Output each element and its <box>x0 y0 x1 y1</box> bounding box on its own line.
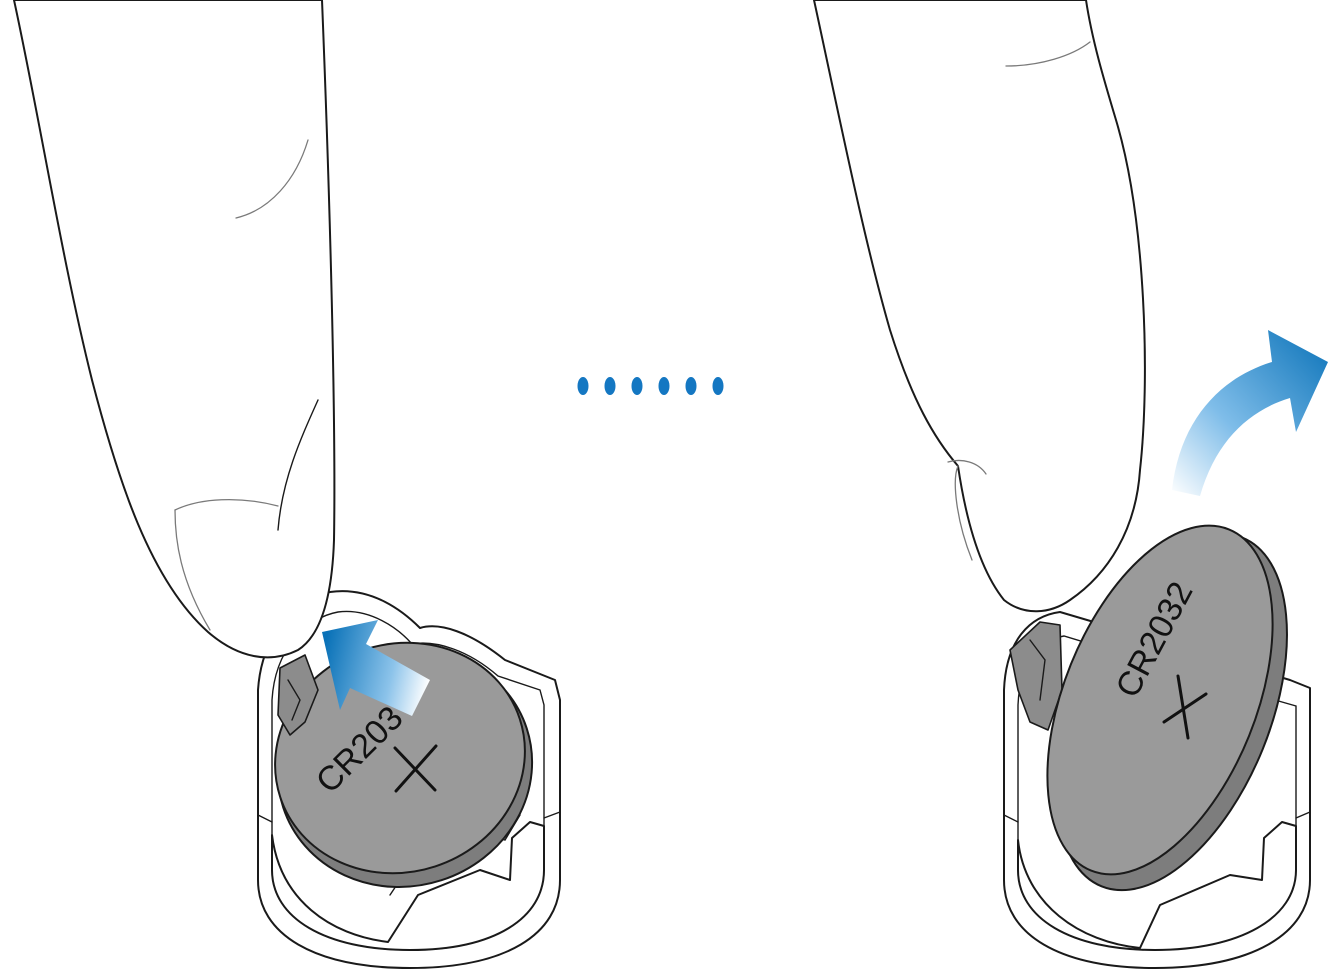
left-battery: CR203 <box>274 641 534 888</box>
separator-dot <box>685 377 697 395</box>
left-battery-clip <box>277 654 319 736</box>
left-holder-lip <box>271 821 545 951</box>
separator-dot <box>604 377 616 395</box>
separator-dot <box>577 377 589 395</box>
arrow-push-left-icon <box>322 620 430 716</box>
separator-dot <box>631 377 643 395</box>
step-1-panel: CR203 <box>13 0 561 969</box>
separator-dot <box>658 377 670 395</box>
right-battery: CR2032 <box>1046 524 1288 892</box>
separator-dot <box>712 377 724 395</box>
left-plus-symbol <box>393 744 438 793</box>
left-finger <box>13 0 336 659</box>
right-holder-lip <box>1017 821 1297 951</box>
right-plus-symbol <box>1162 674 1208 740</box>
separator-dots <box>577 377 724 395</box>
step-2-panel: CR2032 <box>813 0 1328 969</box>
right-finger <box>813 0 1146 613</box>
arrow-lift-up-right-icon <box>1172 330 1328 496</box>
